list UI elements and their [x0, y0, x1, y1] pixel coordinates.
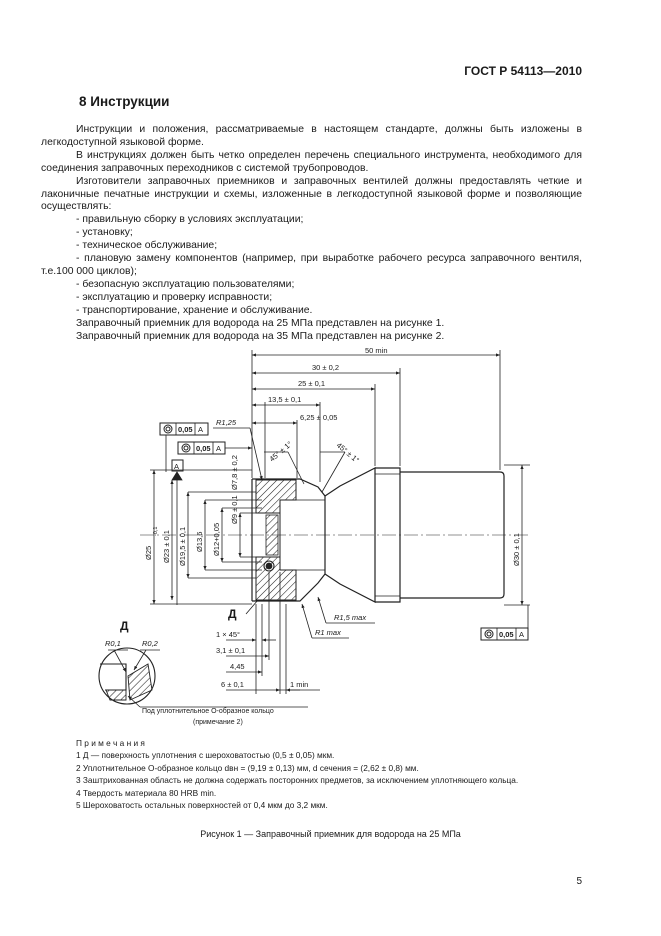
list-item: - транспортирование, хранение и обслужив… — [76, 304, 313, 316]
dia-12: Ø12+0,05 — [212, 523, 221, 556]
note-3: 3 Заштрихованная область не должна содер… — [76, 775, 519, 786]
dia-19-5: Ø19,5 ± 0,1 — [178, 527, 187, 566]
paragraph-5: Заправочный приемник для водорода на 35 … — [76, 330, 445, 342]
dim-chamfer: 1 × 45° — [216, 630, 240, 639]
datum-ref-3: A — [519, 630, 524, 639]
dim-6-25: 6,25 ± 0,05 — [300, 413, 337, 422]
datum-a-label: A — [174, 462, 179, 471]
dim-6: 6 ± 0,1 — [221, 680, 244, 689]
tolerance-value-1: 0,05 — [178, 425, 193, 434]
notes: П р и м е ч а н и я 1 Д — поверхность уп… — [41, 737, 582, 811]
paragraph-2: В инструкциях должен быть четко определе… — [41, 149, 582, 174]
note-4: 4 Твердость материала 80 HRB min. — [76, 787, 217, 798]
dim-4-45: 4,45 — [230, 662, 245, 671]
paragraph-3: Изготовители заправочных приемников и за… — [41, 175, 582, 213]
dia-30: Ø30 ± 0,1 — [512, 533, 521, 566]
note-1: 1 Д — поверхность уплотнения с шероховат… — [76, 750, 335, 761]
dia-7-8: Ø7,8 ± 0,2 — [230, 455, 239, 490]
dia-25: Ø25 — [144, 546, 153, 560]
dim-r1-max: R1 max — [315, 628, 341, 637]
dim-r1-5-max: R1,5 max — [334, 613, 366, 622]
section-title: 8 Инструкции — [79, 94, 170, 109]
dim-r0-1: R0,1 — [105, 639, 121, 648]
body-text: Инструкции и положения, рассматриваемые … — [41, 124, 582, 343]
tolerance-value-3: 0,05 — [499, 630, 514, 639]
dim-13-5: 13,5 ± 0,1 — [268, 395, 301, 404]
list-item: - правильную сборку в условиях эксплуата… — [76, 214, 304, 226]
note-2: 2 Уплотнительное О-образное кольцо dвн =… — [76, 762, 419, 773]
oring-label: Под уплотнительное О-образное кольцо — [142, 707, 274, 715]
dia-25-tolerance: -0,1 — [153, 527, 159, 536]
tolerance-value-2: 0,05 — [196, 444, 211, 453]
paragraph-4: Заправочный приемник для водорода на 25 … — [76, 317, 445, 329]
dia-23: Ø23 ± 0,1 — [162, 530, 171, 563]
datum-ref-2: A — [216, 444, 221, 453]
angle-right: 45° ± 1° — [335, 441, 361, 465]
dim-50-min: 50 min — [365, 346, 388, 355]
dim-1-min: 1 min — [290, 680, 308, 689]
list-item: - эксплуатацию и проверку исправности; — [76, 291, 273, 303]
detail-d-marker: Д — [228, 607, 237, 621]
note-5: 5 Шероховатость остальных поверхностей о… — [76, 800, 328, 811]
notes-title: П р и м е ч а н и я — [76, 738, 145, 748]
dia-9: Ø9 ± 0,1 — [230, 495, 239, 524]
dim-r1-25: R1,25 — [216, 418, 237, 427]
list-item: - техническое обслуживание; — [76, 240, 218, 252]
angle-left: 45° ± 1° — [268, 439, 294, 463]
dim-25: 25 ± 0,1 — [298, 379, 325, 388]
detail-d-title: Д — [120, 619, 129, 633]
dia-13-6: Ø13,6 — [195, 532, 204, 552]
oring-note-ref: (примечание 2) — [193, 719, 243, 726]
list-item: - безопасную эксплуатацию пользователями… — [76, 278, 295, 290]
standard-header: ГОСТ Р 54113—2010 — [464, 64, 582, 78]
receptacle-drawing: 50 min 30 ± 0,2 25 ± 0,1 13,5 ± 0,1 6,25… — [98, 346, 530, 726]
dim-30: 30 ± 0,2 — [312, 363, 339, 372]
datum-ref-1: A — [198, 425, 203, 434]
dim-3-1: 3,1 ± 0,1 — [216, 646, 245, 655]
page-number: 5 — [576, 876, 582, 887]
dim-r0-2: R0,2 — [142, 639, 159, 648]
list-item: - установку; — [76, 227, 133, 239]
paragraph-1: Инструкции и положения, рассматриваемые … — [41, 124, 582, 148]
list-item: - плановую замену компонентов (например,… — [41, 253, 582, 277]
figure-caption: Рисунок 1 — Заправочный приемник для вод… — [200, 829, 461, 839]
